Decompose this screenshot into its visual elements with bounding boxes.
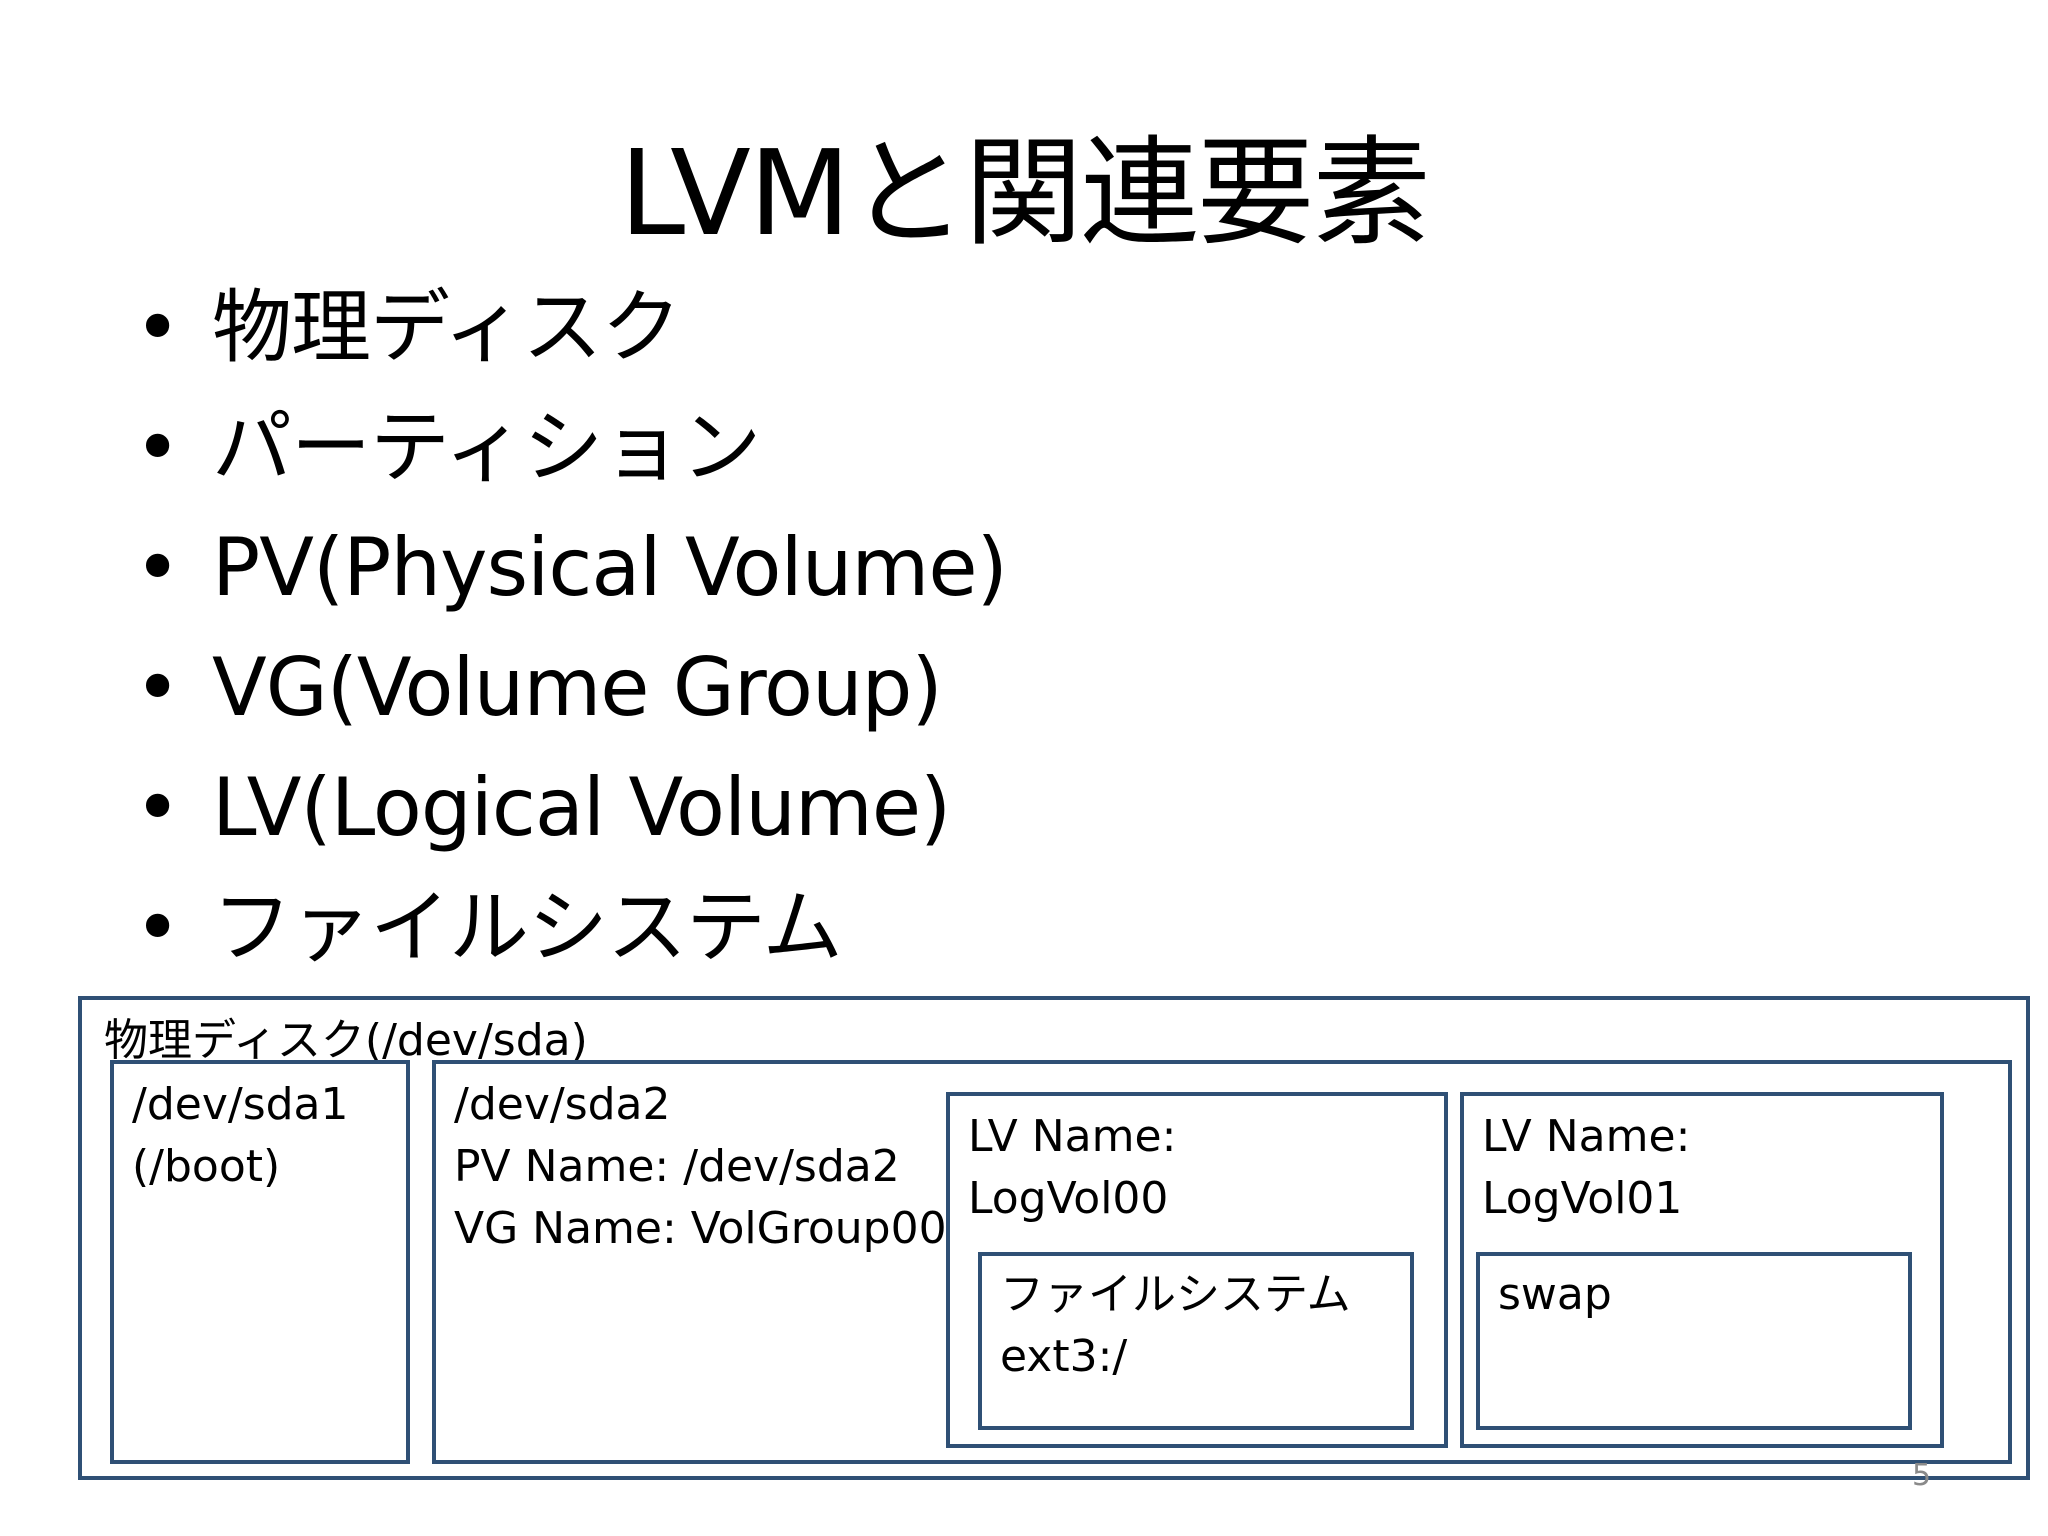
bullet-text: VG(Volume Group): [212, 641, 943, 734]
filesystem-ext3-mount: ext3:/: [1000, 1331, 1128, 1382]
lv-logvol00-box: [946, 1092, 1448, 1448]
bullet-item-partition: • パーティション: [130, 388, 1007, 508]
physical-disk-box: [78, 996, 2030, 1480]
bullet-item-physical-disk: • 物理ディスク: [130, 268, 1007, 388]
filesystem-ext3-box: [978, 1252, 1414, 1430]
partition-sda1-name: /dev/sda1: [132, 1079, 349, 1130]
bullet-dot-icon: •: [134, 281, 181, 374]
slide-title: LVMと関連要素: [619, 124, 1430, 262]
bullet-text: PV(Physical Volume): [212, 521, 1008, 614]
bullet-text: パーティション: [212, 401, 761, 494]
partition-sda2-box: [432, 1060, 2012, 1464]
bullet-text: LV(Logical Volume): [212, 761, 951, 854]
partition-sda2-name: /dev/sda2: [454, 1079, 671, 1130]
bullet-item-vg: • VG(Volume Group): [130, 628, 1007, 748]
bullet-text: 物理ディスク: [212, 281, 681, 374]
bullet-dot-icon: •: [134, 761, 181, 854]
bullet-dot-icon: •: [134, 881, 181, 974]
partition-sda1-box: [110, 1060, 410, 1464]
filesystem-ext3-title: ファイルシステム: [1000, 1269, 1351, 1320]
vg-name: VG Name: VolGroup00: [454, 1203, 947, 1254]
swap-box: [1476, 1252, 1912, 1430]
bullet-dot-icon: •: [134, 401, 181, 494]
bullet-item-filesystem: • ファイルシステム: [130, 868, 1007, 988]
pv-name: PV Name: /dev/sda2: [454, 1141, 900, 1192]
lv-logvol01-box: [1460, 1092, 1944, 1448]
lv-logvol01-label: LV Name: LogVol01: [1482, 1106, 1690, 1230]
bullet-text: ファイルシステム: [212, 881, 843, 974]
bullet-item-pv: • PV(Physical Volume): [130, 508, 1008, 628]
swap-label: swap: [1498, 1269, 1612, 1320]
partition-sda2-label: /dev/sda2 PV Name: /dev/sda2 VG Name: Vo…: [454, 1074, 947, 1260]
filesystem-ext3-label: ファイルシステム ext3:/: [1000, 1264, 1351, 1388]
bullet-dot-icon: •: [134, 641, 181, 734]
partition-sda1-mount: (/boot): [132, 1141, 281, 1192]
lv-logvol01-name: LogVol01: [1482, 1173, 1683, 1224]
lv-logvol00-name: LogVol00: [968, 1173, 1169, 1224]
bullet-dot-icon: •: [134, 521, 181, 614]
page-number: 5: [1912, 1458, 1932, 1493]
partition-sda1-label: /dev/sda1 (/boot): [132, 1074, 349, 1198]
lv-logvol00-title: LV Name:: [968, 1111, 1177, 1162]
lv-logvol00-label: LV Name: LogVol00: [968, 1106, 1176, 1230]
lv-logvol01-title: LV Name:: [1482, 1111, 1691, 1162]
physical-disk-label: 物理ディスク(/dev/sda): [104, 1015, 588, 1066]
bullet-item-lv: • LV(Logical Volume): [130, 748, 1007, 868]
bullet-list: • 物理ディスク • パーティション • PV(Physical Volume)…: [130, 268, 1008, 988]
